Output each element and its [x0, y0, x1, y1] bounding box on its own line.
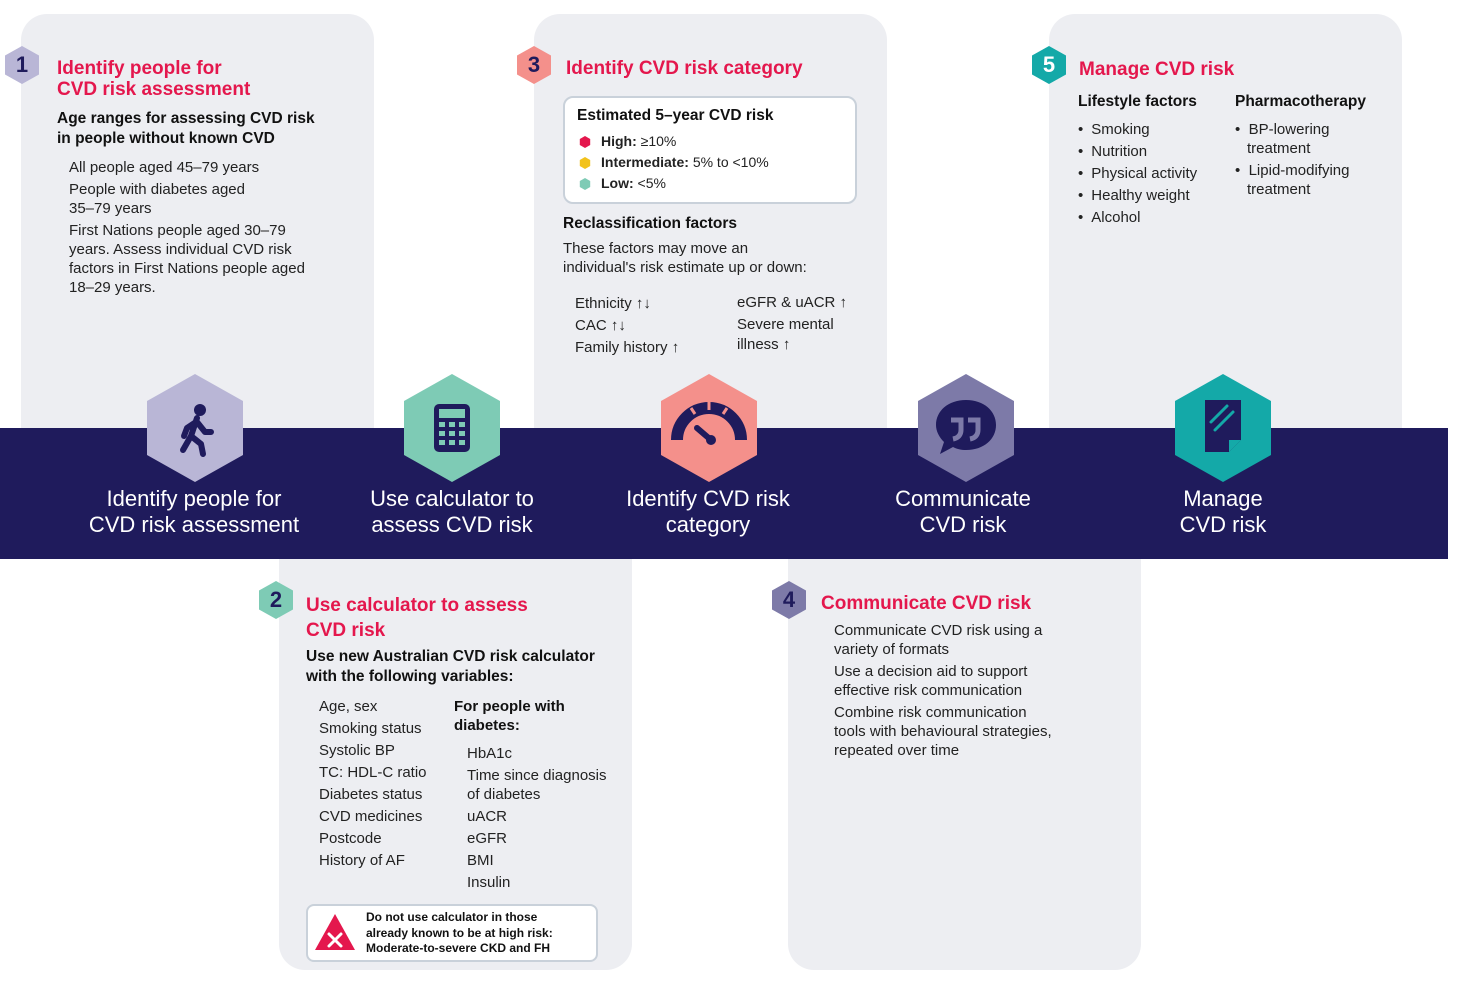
list-item: Severe mental	[737, 316, 834, 333]
reclass-factors-right: eGFR & uACR ↑ Severe mental illness ↑	[737, 293, 847, 355]
list-item: Time since diagnosis	[467, 767, 607, 784]
speech-bubble-quote-icon	[918, 374, 1014, 482]
list-item: Ethnicity ↑↓	[575, 295, 651, 312]
step-5-badge: 5	[1029, 45, 1069, 85]
list-item: CAC ↑↓	[575, 317, 626, 334]
walking-person-icon	[147, 374, 243, 482]
list-item: History of AF	[319, 852, 405, 869]
list-item: eGFR	[467, 830, 508, 847]
card1-age-list: All people aged 45–79 years People with …	[69, 158, 305, 300]
list-item: illness ↑	[737, 336, 791, 353]
list-item: Systolic BP	[319, 742, 395, 759]
list-item: Nutrition	[1078, 142, 1197, 161]
calculator-icon	[404, 374, 500, 482]
warning-cross-icon	[315, 914, 355, 950]
card3-title: Identify CVD risk category	[566, 58, 803, 79]
card-communicate-risk	[788, 530, 1141, 970]
risk-box-title: Estimated 5–year CVD risk	[577, 107, 774, 124]
card5-title: Manage CVD risk	[1079, 59, 1235, 80]
list-item: Smoking status	[319, 720, 422, 737]
card-use-calculator	[279, 530, 632, 970]
step-2-number: 2	[269, 587, 283, 612]
lifestyle-list: Smoking Nutrition Physical activity Heal…	[1078, 120, 1197, 230]
list-item: Healthy weight	[1078, 186, 1197, 205]
risk-levels-box: Estimated 5–year CVD risk High: ≥10% Int…	[563, 96, 857, 204]
step-1-number: 1	[15, 52, 29, 77]
risk-low: Low: <5%	[579, 173, 769, 194]
list-item: Smoking	[1078, 120, 1197, 139]
list-item: TC: HDL-C ratio	[319, 764, 427, 781]
list-item: Physical activity	[1078, 164, 1197, 183]
list-item: Alcohol	[1078, 208, 1197, 227]
list-item: Insulin	[467, 874, 511, 891]
step-3-number: 3	[527, 52, 541, 77]
step-5-number: 5	[1042, 52, 1056, 77]
list-item: CVD medicines	[319, 808, 423, 825]
step-2-badge: 2	[256, 580, 296, 620]
lifestyle-heading: Lifestyle factors	[1078, 93, 1197, 110]
risk-high: High: ≥10%	[579, 131, 769, 152]
step-4-number: 4	[782, 587, 796, 612]
list-item: Age, sex	[319, 698, 378, 715]
list-item: All people aged 45–79 years	[69, 159, 260, 176]
gauge-icon	[661, 374, 757, 482]
hexagon-dot-icon	[579, 178, 591, 191]
reclass-factors-left: Ethnicity ↑↓ CAC ↑↓ Family history ↑	[575, 293, 679, 359]
hexagon-dot-icon	[579, 136, 591, 149]
list-item: Family history ↑	[575, 339, 680, 356]
list-item: of diabetes	[467, 786, 541, 803]
reclass-title: Reclassification factors	[563, 215, 738, 232]
diabetes-variables: HbA1c Time since diagnosis of diabetes u…	[467, 743, 607, 894]
list-item: Postcode	[319, 830, 382, 847]
list-item: Diabetes status	[319, 786, 423, 803]
step-3-badge: 3	[514, 45, 554, 85]
list-item: uACR	[467, 808, 508, 825]
list-item: HbA1c	[467, 745, 513, 762]
risk-intermediate: Intermediate: 5% to <10%	[579, 152, 769, 173]
card4-title: Communicate CVD risk	[821, 593, 1032, 614]
risk-level-list: High: ≥10% Intermediate: 5% to <10% Low:…	[579, 131, 769, 194]
pharma-heading: Pharmacotherapy	[1235, 93, 1366, 110]
step-1-badge: 1	[2, 45, 42, 85]
step-4-badge: 4	[769, 580, 809, 620]
calculator-variables: Age, sex Smoking status Systolic BP TC: …	[319, 696, 427, 872]
list-item: eGFR & uACR ↑	[737, 294, 848, 311]
list-item: BMI	[467, 852, 494, 869]
hexagon-dot-icon	[579, 157, 591, 170]
document-pen-icon	[1175, 374, 1271, 482]
